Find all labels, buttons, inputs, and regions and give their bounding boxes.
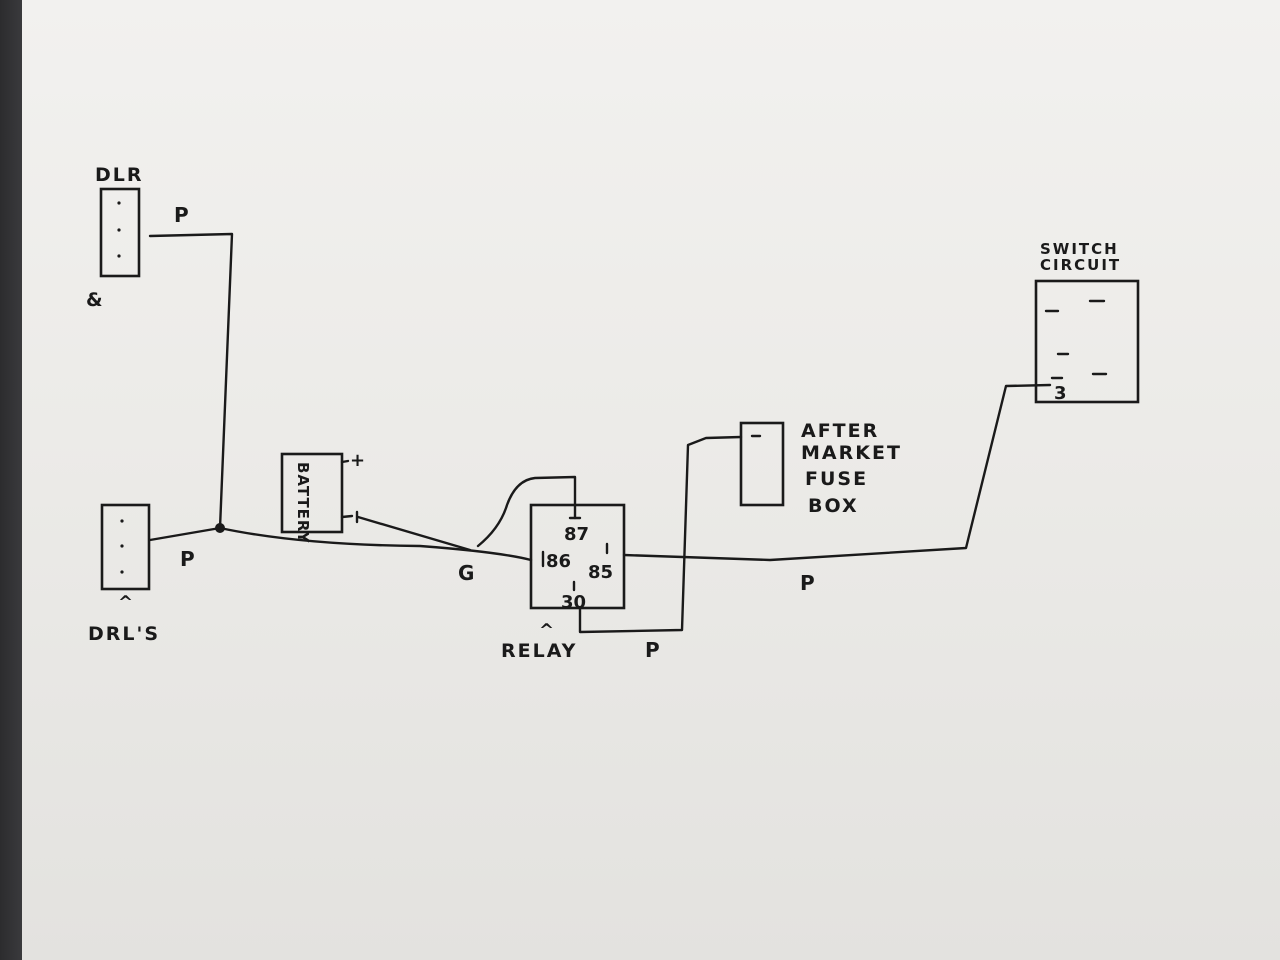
drls-box bbox=[100, 503, 151, 591]
drls-pin-dot bbox=[120, 544, 124, 548]
wire-label-drl: P bbox=[180, 547, 195, 571]
relay-pin-87: 87 bbox=[564, 524, 589, 545]
dlr-box bbox=[99, 187, 141, 278]
relay-component: 87 86 85 30 ^ RELAY bbox=[501, 503, 626, 662]
battery-plus-lead bbox=[340, 459, 350, 464]
wire-relay-30-fuse bbox=[578, 435, 743, 634]
relay-pin-86: 86 bbox=[546, 551, 571, 572]
wire-relay-87 bbox=[476, 475, 577, 548]
drls-arrow: ^ bbox=[118, 592, 133, 613]
fuse-box-label-line: FUSE bbox=[805, 468, 868, 490]
battery-label: BATTERY bbox=[294, 462, 312, 544]
fuse-box-rect bbox=[739, 421, 785, 507]
relay-pin-85: 85 bbox=[588, 562, 613, 583]
switch-pin-3: 3 bbox=[1054, 383, 1067, 404]
switch-circuit-box bbox=[1034, 279, 1140, 404]
drls-pin-dot bbox=[120, 519, 124, 523]
switch-circuit-component: 3 SWITCH CIRCUIT bbox=[1034, 240, 1140, 404]
fuse-box-component: AFTER MARKET FUSE BOX bbox=[739, 420, 902, 517]
wire-dlr bbox=[148, 232, 234, 530]
drls-component: ^ DRL'S bbox=[88, 503, 160, 645]
wires bbox=[148, 232, 1052, 634]
battery-box bbox=[280, 452, 344, 534]
fuse-box-label-line: MARKET bbox=[801, 442, 902, 464]
fuse-box-label-line: AFTER bbox=[801, 420, 879, 442]
wire-battery-ground bbox=[356, 515, 472, 552]
relay-box bbox=[529, 503, 626, 610]
relay-pin-30: 30 bbox=[561, 592, 586, 613]
switch-label-line: SWITCH bbox=[1040, 240, 1119, 258]
fuse-box-label-line: BOX bbox=[808, 495, 859, 517]
switch-label-line: CIRCUIT bbox=[1040, 256, 1121, 274]
dlr-component: DLR & bbox=[86, 164, 144, 311]
wire-label-ground: G bbox=[458, 561, 474, 585]
wire-label-relay-85: P bbox=[800, 571, 815, 595]
wire-drl bbox=[148, 526, 222, 542]
relay-arrow: ^ bbox=[539, 620, 554, 641]
wire-label-relay-30: P bbox=[645, 638, 660, 662]
battery-minus-lead bbox=[340, 514, 354, 519]
wire-junction-relay-86 bbox=[218, 526, 533, 562]
battery-component: BATTERY + bbox=[280, 450, 365, 544]
dlr-pin-dot bbox=[117, 254, 121, 258]
dlr-pin-dot bbox=[117, 228, 121, 232]
wire-labels: P P G P P bbox=[174, 203, 815, 662]
paper-sheet bbox=[22, 0, 1280, 960]
dlr-label: DLR bbox=[95, 164, 144, 186]
drls-pin-dot bbox=[120, 570, 124, 574]
dlr-note: & bbox=[86, 289, 105, 311]
wire-label-dlr: P bbox=[174, 203, 189, 227]
drls-label: DRL'S bbox=[88, 623, 160, 645]
relay-label: RELAY bbox=[501, 640, 577, 662]
battery-plus: + bbox=[350, 450, 365, 471]
wire-relay-85-switch bbox=[622, 383, 1052, 562]
dlr-pin-dot bbox=[117, 201, 121, 205]
